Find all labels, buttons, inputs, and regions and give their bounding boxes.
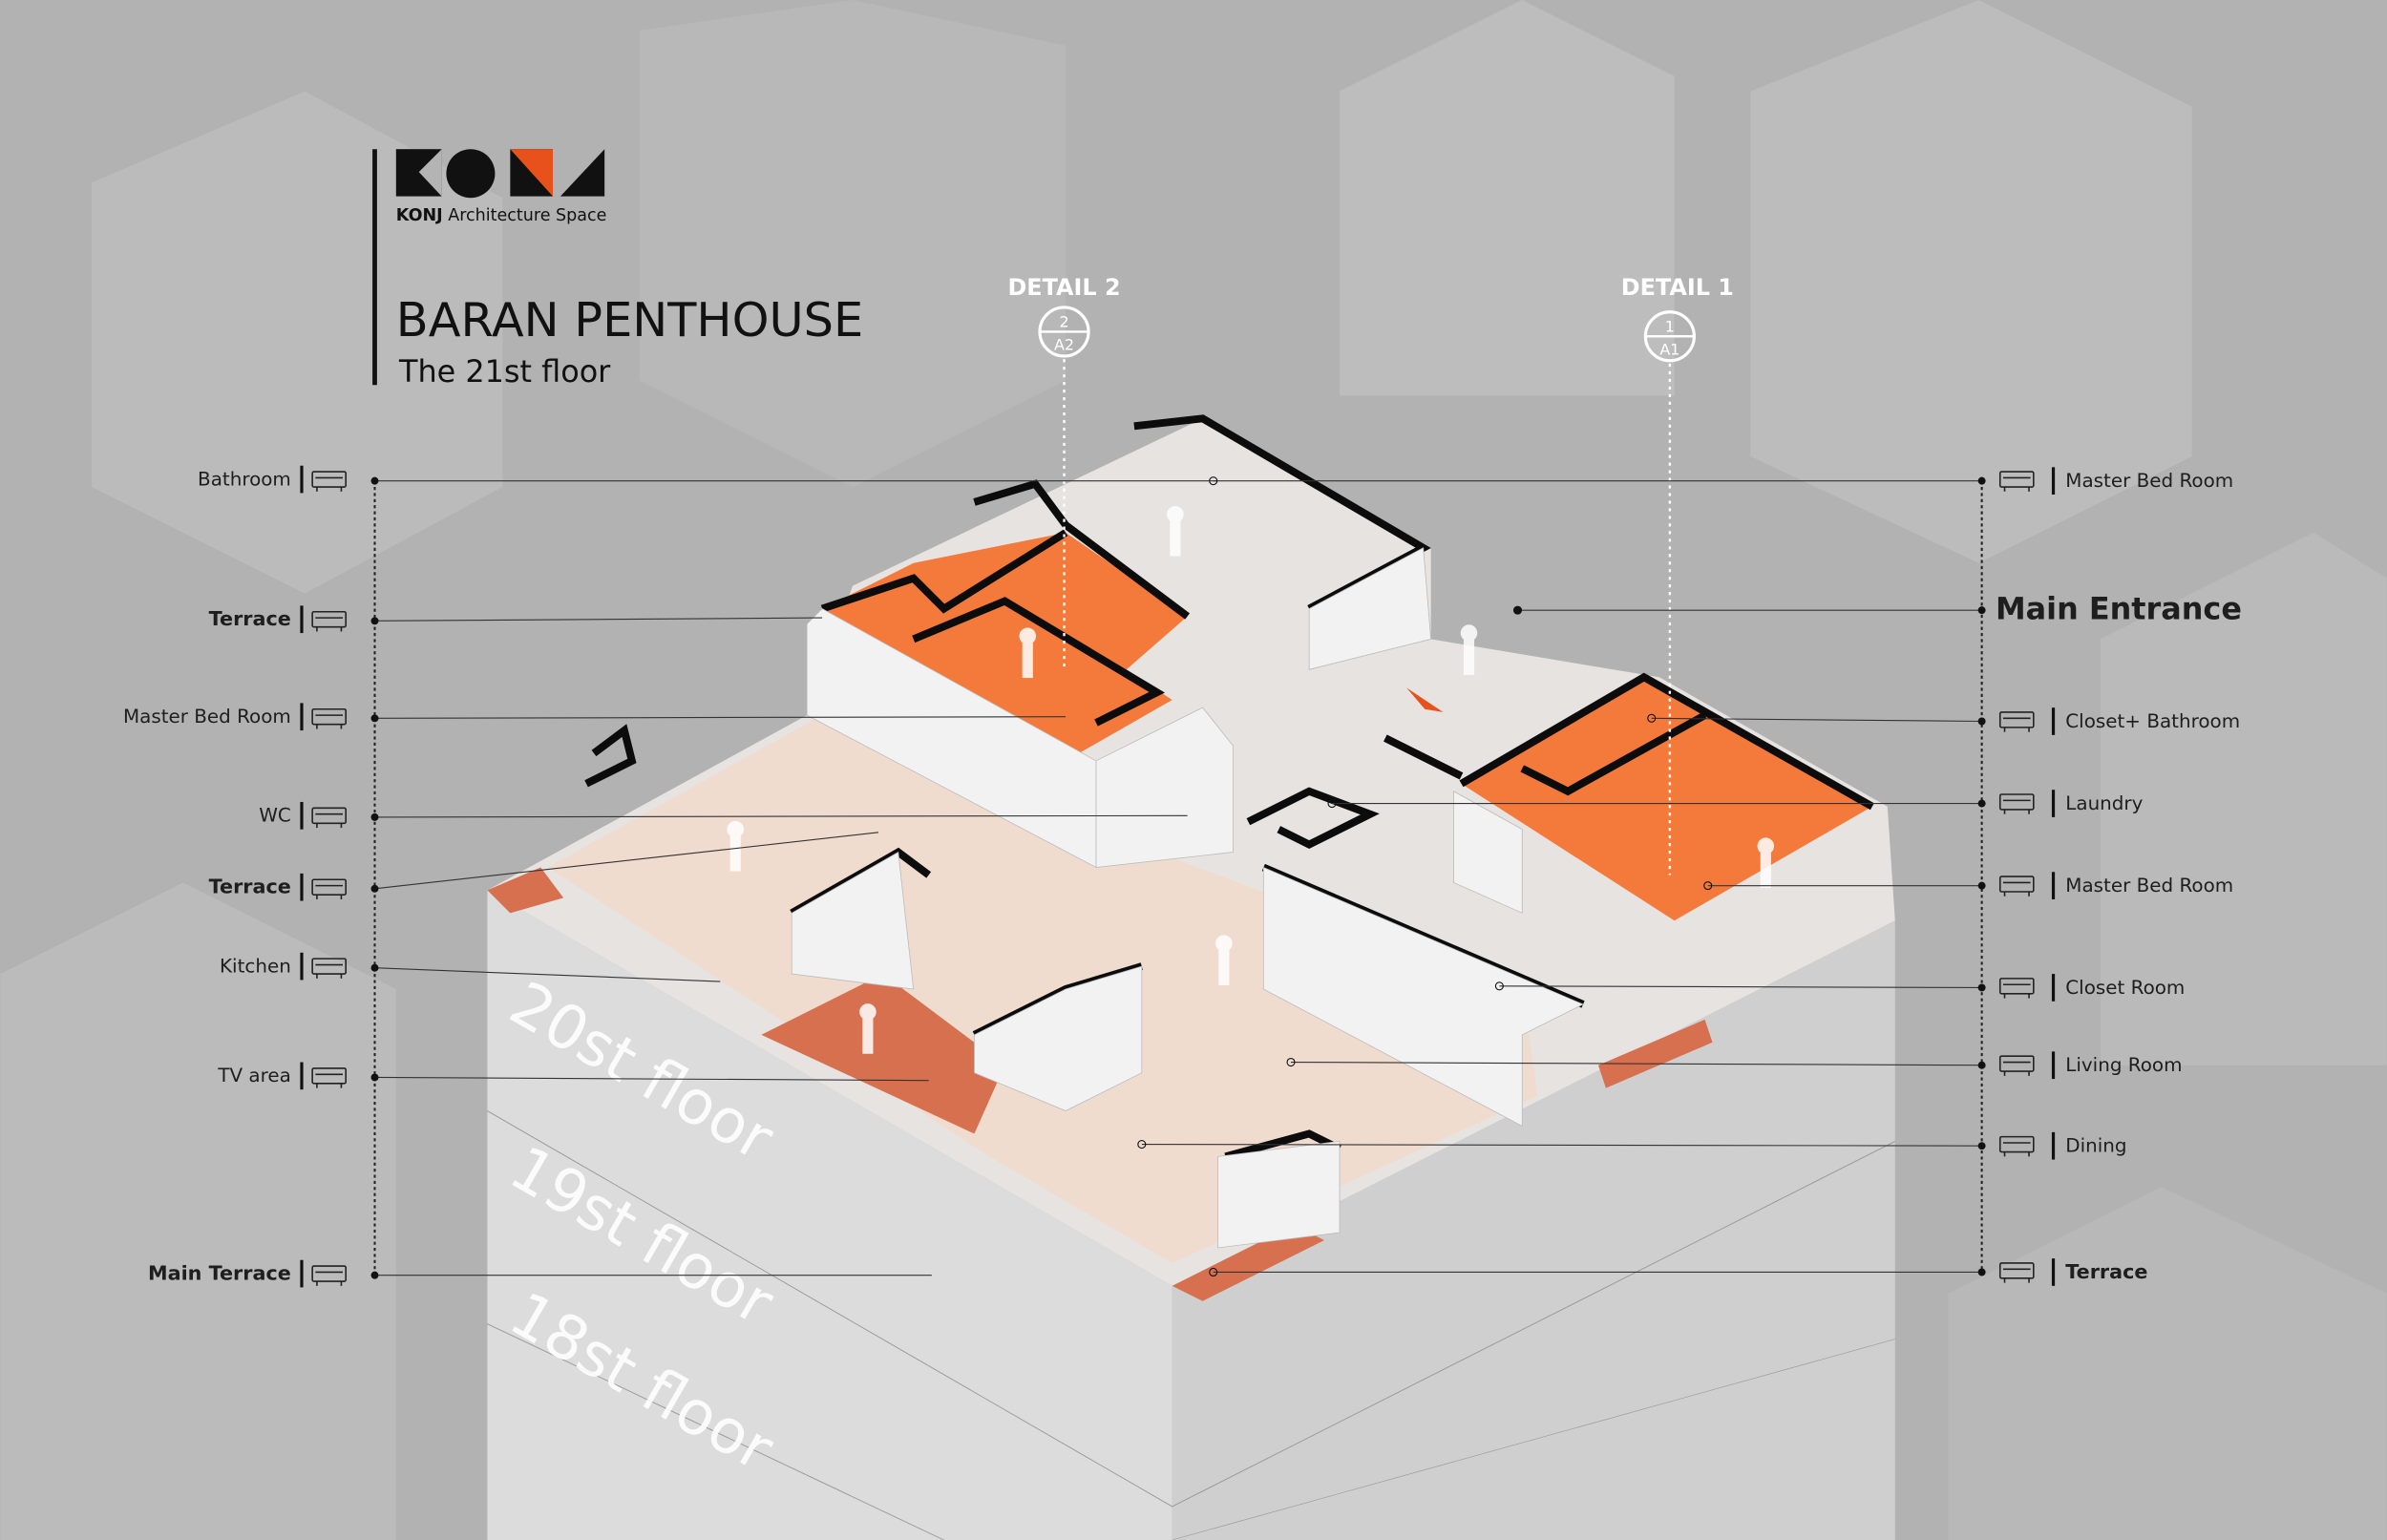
legend-item-right[interactable]: Closet Room bbox=[1494, 974, 2185, 1002]
konj-logo bbox=[395, 149, 605, 199]
svg-text:1: 1 bbox=[1665, 317, 1675, 335]
legend-item-left[interactable]: Bathroom bbox=[198, 465, 1218, 494]
legend-item-right[interactable]: Master Bed Room bbox=[1209, 467, 2233, 496]
toilet-icon bbox=[311, 807, 348, 829]
legend-label: Master Bed Room bbox=[123, 706, 291, 728]
detail-1-marker[interactable]: DETAIL 1 1 A1 bbox=[1621, 274, 1734, 875]
legend-item-left[interactable]: Master Bed Room bbox=[123, 703, 1067, 731]
legend-label: Kitchen bbox=[220, 955, 291, 977]
floor-plate bbox=[487, 414, 1895, 1301]
bed-icon bbox=[1998, 875, 2035, 897]
bathtub-icon bbox=[311, 471, 348, 492]
legend-item-right[interactable]: Terrace bbox=[1209, 1258, 2148, 1286]
legend-label: Main Terrace bbox=[148, 1261, 291, 1284]
tv-icon bbox=[311, 1067, 348, 1088]
legend-label: Master Bed Room bbox=[2065, 875, 2233, 897]
legend-label: Closet Room bbox=[2065, 977, 2185, 999]
legend-item-left[interactable]: Terrace bbox=[209, 605, 823, 634]
terrace-left bbox=[487, 867, 564, 914]
page-title: BARAN PENTHOUSE bbox=[396, 292, 863, 348]
legend-label: Closet+ Bathroom bbox=[2065, 710, 2240, 732]
building-block bbox=[487, 890, 1895, 1540]
closet-bath-icon bbox=[1998, 711, 2035, 732]
legend-item-left[interactable]: TV area bbox=[217, 1062, 929, 1090]
dining-table-icon bbox=[1998, 1135, 2035, 1157]
bed-icon bbox=[1998, 471, 2035, 492]
umbrella-table-icon bbox=[311, 610, 348, 632]
legend-item-left[interactable]: Main Terrace bbox=[148, 1259, 932, 1288]
legend-label: Terrace bbox=[2065, 1260, 2147, 1283]
legend-label: WC bbox=[259, 805, 291, 827]
terrace-right bbox=[1597, 1019, 1713, 1088]
legend-label: Terrace bbox=[209, 875, 291, 898]
legend-item-left[interactable]: Terrace bbox=[209, 832, 879, 901]
svg-text:DETAIL 1: DETAIL 1 bbox=[1621, 274, 1734, 301]
legend-label: Terrace bbox=[209, 607, 291, 630]
svg-text:KONJ Architecture Space: KONJ Architecture Space bbox=[396, 206, 607, 225]
detail-2-room bbox=[822, 532, 1188, 761]
legend-label: Dining bbox=[2065, 1135, 2126, 1157]
svg-text:DETAIL 2: DETAIL 2 bbox=[1007, 274, 1120, 301]
umbrella-table-icon bbox=[311, 1265, 348, 1286]
svg-text:A2: A2 bbox=[1054, 336, 1074, 354]
legend-item-left[interactable]: Kitchen bbox=[220, 952, 721, 982]
svg-text:A1: A1 bbox=[1659, 340, 1679, 358]
legend-label: Living Room bbox=[2065, 1054, 2182, 1076]
umbrella-table-icon bbox=[1998, 1262, 2035, 1283]
legend-item-right[interactable]: Dining bbox=[1137, 1131, 2127, 1160]
legend-item-right[interactable]: Master Bed Room bbox=[1703, 872, 2233, 899]
legend-item-right[interactable]: Main Entrance bbox=[1512, 591, 2242, 627]
kitchen-icon bbox=[311, 958, 348, 979]
detail-2-marker[interactable]: DETAIL 2 2 A2 bbox=[1007, 274, 1121, 670]
legend-label: TV area bbox=[217, 1065, 291, 1086]
umbrella-table-icon bbox=[311, 878, 348, 899]
page-subtitle: The 21st floor bbox=[398, 353, 611, 390]
legend-item-right[interactable]: Living Room bbox=[1286, 1051, 2182, 1080]
legend-item-left[interactable]: WC bbox=[259, 801, 1188, 830]
legend-label: Laundry bbox=[2065, 792, 2143, 814]
washing-machine-icon bbox=[1998, 793, 2035, 814]
brand-name-bold: KONJ bbox=[396, 206, 443, 225]
legend-label: Master Bed Room bbox=[2065, 470, 2233, 492]
sofa-icon bbox=[1998, 1055, 2035, 1076]
header: KONJ Architecture Space BARAN PENTHOUSE … bbox=[372, 149, 863, 390]
people-figures bbox=[727, 505, 1775, 1054]
legend-item-right[interactable]: Laundry bbox=[1327, 790, 2144, 817]
terrace-tv bbox=[761, 974, 1005, 1134]
bed-icon bbox=[311, 707, 348, 729]
svg-text:2: 2 bbox=[1059, 313, 1068, 331]
wardrobe-icon bbox=[1998, 978, 2035, 999]
legend-label: Main Entrance bbox=[1996, 591, 2242, 627]
terrace-main bbox=[1172, 1225, 1325, 1301]
entrance-arrow-icon bbox=[1406, 687, 1444, 712]
brand-name-rest: Architecture Space bbox=[443, 206, 607, 225]
legend-item-right[interactable]: Closet+ Bathroom bbox=[1647, 707, 2240, 735]
legend-label: Bathroom bbox=[198, 468, 291, 490]
